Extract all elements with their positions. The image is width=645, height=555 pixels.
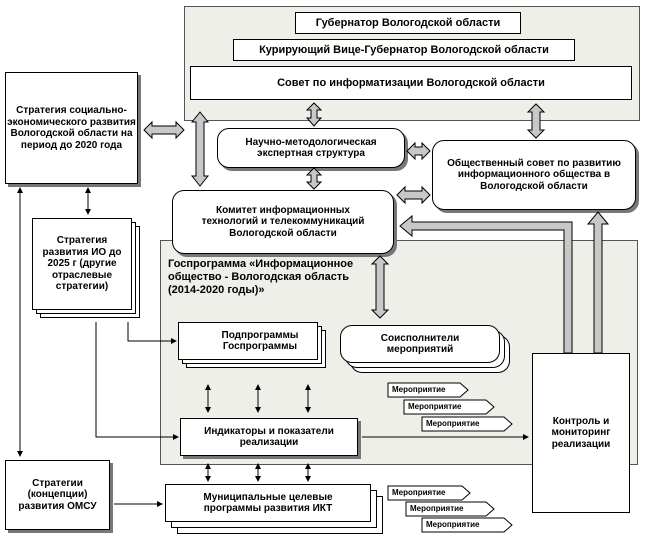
council-box: Совет по информатизации Вологодской обла… <box>190 66 632 100</box>
indicators-box: Индикаторы и показатели реализации <box>180 418 358 456</box>
event-tag-shape <box>405 501 495 517</box>
strategy-io-stack: Стратегия развития ИО до 2025 г (другие … <box>32 218 144 318</box>
arrow-top-committee <box>190 111 210 187</box>
line-io-indicators <box>95 322 179 440</box>
strategy-io-box: Стратегия развития ИО до 2025 г (другие … <box>32 218 132 310</box>
event-label: Мероприятие <box>408 402 462 411</box>
coexecutors-box: Соисполнители мероприятий <box>340 325 500 363</box>
event-label: Мероприятие <box>426 419 480 428</box>
committee-box: Комитет информационных технологий и теле… <box>172 190 394 254</box>
arrow-strategy-top <box>143 120 185 140</box>
strategy-2020-box: Стратегия социально-экономического разви… <box>5 72 138 184</box>
arrow-expert-public <box>406 141 431 161</box>
event-tag-shape <box>421 517 513 533</box>
event-label: Мероприятие <box>392 385 446 394</box>
arrow-council-public <box>526 103 546 139</box>
municipal-programs-box: Муниципальные целевые программы развития… <box>165 484 371 522</box>
arrow-control-committee <box>399 214 573 354</box>
event-label: Мероприятие <box>410 504 464 513</box>
arrow-committee-coexecutors <box>370 255 390 319</box>
coexecutors-stack: Соисполнители мероприятий <box>340 325 512 375</box>
line-io-subprograms <box>127 322 177 344</box>
strategy-omsu-box: Стратегии (концепции) развития ОМСУ <box>5 460 110 530</box>
public-council-box: Общественный совет по развитию информаци… <box>432 140 636 210</box>
subprograms-box: Подпрограммы Госпрограммы <box>178 322 318 360</box>
state-program-title: Госпрограмма «Информационное общество - … <box>168 258 354 297</box>
subprograms-stack: Подпрограммы Госпрограммы <box>178 322 330 372</box>
control-box: Контроль и мониторинг реализации <box>532 353 630 513</box>
arrow-control-public <box>586 211 610 354</box>
event-tag-shape <box>387 382 469 398</box>
arrow-expert-committee <box>305 167 323 190</box>
event-label: Мероприятие <box>392 488 446 497</box>
event-tag-shape <box>403 399 495 415</box>
vice-governor-box: Курирующий Вице-Губернатор Вологодской о… <box>233 39 575 61</box>
event-tag-shape <box>387 485 471 501</box>
arrow-council-expert <box>305 102 323 127</box>
municipal-programs-stack: Муниципальные целевые программы развития… <box>165 484 385 536</box>
arrow-committee-public <box>396 185 431 205</box>
event-tag-shape <box>421 416 513 432</box>
expert-structure-box: Научно-методологическая экспертная струк… <box>217 128 405 168</box>
event-label: Мероприятие <box>426 520 480 529</box>
governor-box: Губернатор Вологодской области <box>295 12 521 34</box>
